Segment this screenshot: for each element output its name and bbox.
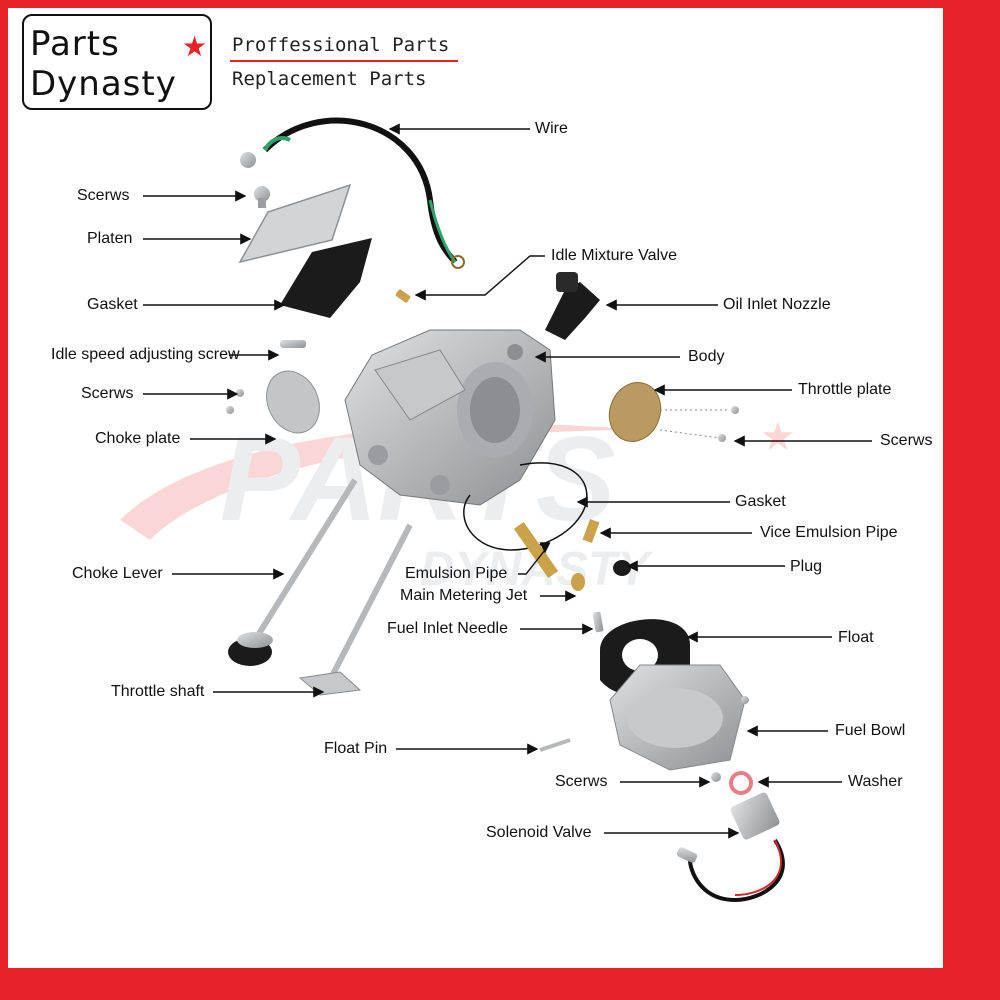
label-platen: Platen xyxy=(87,230,133,247)
logo-star-icon: ★ xyxy=(182,31,208,62)
screw-right-b xyxy=(718,434,726,442)
label-wire: Wire xyxy=(535,120,568,137)
label-fuel-inlet-needle: Fuel Inlet Needle xyxy=(387,620,508,637)
gasket-top-part xyxy=(280,238,372,318)
label-washer: Washer xyxy=(848,773,903,790)
label-oil-inlet-nozzle: Oil Inlet Nozzle xyxy=(723,296,831,313)
label-throttle-shaft: Throttle shaft xyxy=(111,683,205,700)
label-plug: Plug xyxy=(790,558,823,575)
screw-bottom-part xyxy=(711,772,721,782)
main-metering-jet-part xyxy=(571,573,585,591)
label-throttle-plate: Throttle plate xyxy=(798,381,892,398)
label-float: Float xyxy=(838,629,874,646)
throttle-plate-part xyxy=(608,382,662,442)
choke-lever-part xyxy=(228,478,358,666)
svg-text:★: ★ xyxy=(760,415,796,459)
throttle-shaft-part xyxy=(298,523,413,696)
oil-inlet-nozzle-part xyxy=(545,272,600,340)
fuel-bowl-part xyxy=(609,664,749,771)
plug-part xyxy=(613,560,631,576)
screw-left-b xyxy=(226,406,234,414)
tagline-1: Proffessional Parts xyxy=(232,34,450,56)
vice-emulsion-pipe-part xyxy=(582,518,600,544)
solenoid-valve-part xyxy=(676,792,785,903)
screw-right-a xyxy=(731,406,739,414)
label-solenoid-valve: Solenoid Valve xyxy=(486,824,592,841)
label-idle-speed-screw: Idle speed adjusting screw xyxy=(51,346,240,363)
label-scerws-right: Scerws xyxy=(880,432,933,449)
label-gasket-mid: Gasket xyxy=(735,493,786,510)
label-idle-mixture-valve: Idle Mixture Valve xyxy=(551,247,677,264)
wire-part xyxy=(240,117,465,269)
logo-line2: Dynasty xyxy=(30,64,177,104)
label-scerws-bottom: Scerws xyxy=(555,773,608,790)
idle-speed-screw-part xyxy=(280,340,306,348)
label-choke-lever: Choke Lever xyxy=(72,565,163,582)
label-gasket-top: Gasket xyxy=(87,296,138,313)
logo-line1: Parts xyxy=(30,24,120,64)
choke-plate-part xyxy=(266,370,320,434)
label-body: Body xyxy=(688,348,725,365)
leader-lines xyxy=(143,123,872,839)
screw-top-part xyxy=(254,186,270,208)
emulsion-pipe-part xyxy=(513,521,559,579)
fuel-inlet-needle-part xyxy=(592,611,604,633)
washer-part xyxy=(729,771,753,795)
label-emulsion-pipe: Emulsion Pipe xyxy=(405,565,508,582)
brand-logo: Parts ★ Dynasty xyxy=(22,14,212,110)
label-scerws-top: Scerws xyxy=(77,187,130,204)
label-main-metering-jet: Main Metering Jet xyxy=(400,587,528,604)
label-vice-emulsion-pipe: Vice Emulsion Pipe xyxy=(760,524,898,541)
screw-left-a xyxy=(236,389,244,397)
label-fuel-bowl: Fuel Bowl xyxy=(835,722,906,739)
label-float-pin: Float Pin xyxy=(324,740,388,757)
float-pin-part xyxy=(539,738,571,752)
label-choke-plate: Choke plate xyxy=(95,430,181,447)
label-scerws-left: Scerws xyxy=(81,385,134,402)
idle-mixture-valve-part xyxy=(395,289,411,303)
tagline-2: Replacement Parts xyxy=(232,68,427,90)
carburetor-body-part xyxy=(344,329,556,506)
tagline-divider xyxy=(230,60,458,62)
platen-part xyxy=(238,183,352,264)
